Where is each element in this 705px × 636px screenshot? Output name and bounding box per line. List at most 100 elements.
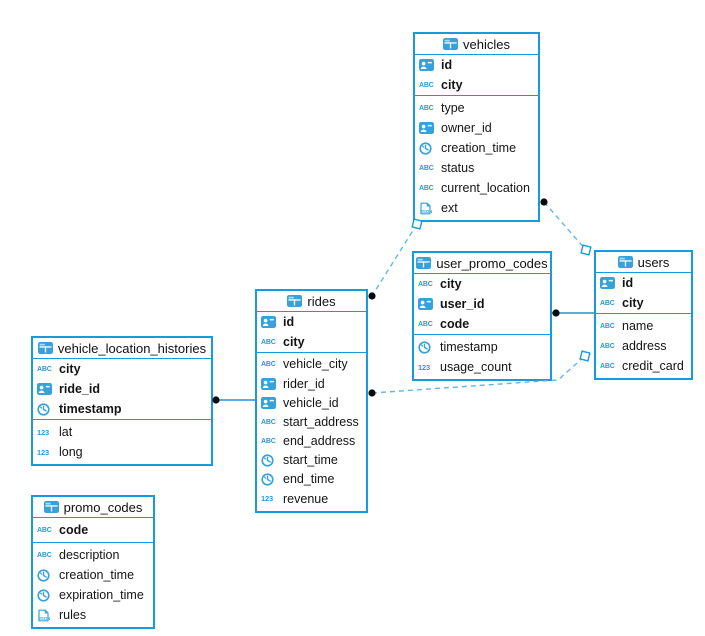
- field-name: code: [440, 316, 470, 331]
- field-name: address: [622, 338, 667, 353]
- field-name: end_time: [283, 472, 335, 487]
- uuid-icon: [600, 277, 618, 289]
- table-icon: [287, 295, 303, 307]
- clock-icon: [261, 473, 279, 486]
- table-header: promo_codes: [33, 497, 153, 518]
- field-name: current_location: [441, 180, 530, 195]
- field-name: city: [441, 77, 463, 92]
- field-name: expiration_time: [59, 587, 144, 602]
- field-name: lat: [59, 424, 73, 439]
- field-name: rules: [59, 607, 87, 622]
- field-name: id: [622, 275, 634, 290]
- number-icon: 123: [418, 362, 430, 372]
- field-name: name: [622, 318, 654, 333]
- clock-icon: [37, 402, 55, 416]
- field-row: user_id: [414, 294, 550, 314]
- field-name: description: [59, 547, 120, 562]
- text-type-icon: ABC: [261, 361, 276, 369]
- field-name: type: [441, 100, 465, 115]
- field-name: code: [59, 522, 89, 537]
- table-title: users: [637, 254, 670, 270]
- table-icon: [443, 38, 459, 50]
- svg-text:JSON: JSON: [38, 616, 50, 621]
- field-name: vehicle_city: [283, 357, 348, 372]
- text-type-icon: ABC: [37, 365, 52, 373]
- clock-icon: [261, 454, 279, 467]
- field-row: ABC city: [596, 293, 691, 313]
- uuid-icon: [419, 59, 437, 71]
- field-name: city: [440, 276, 462, 291]
- field-name: creation_time: [59, 567, 135, 582]
- number-icon: 123: [37, 447, 49, 457]
- uuid-icon: [261, 316, 279, 328]
- number-icon: 123: [261, 494, 273, 504]
- text-type-icon: ABC: [419, 184, 434, 192]
- clock-icon: [418, 340, 436, 354]
- field-row: vehicle_id: [257, 393, 366, 412]
- uuid-icon: [418, 298, 436, 310]
- field-name: revenue: [283, 491, 329, 506]
- field-row: timestamp: [33, 399, 211, 419]
- field-name: long: [59, 444, 83, 459]
- field-row: owner_id: [415, 118, 538, 138]
- field-row: 123 revenue: [257, 489, 366, 508]
- table-icon: [43, 501, 59, 513]
- table-header: users: [596, 252, 691, 273]
- field-row: ABC address: [596, 336, 691, 356]
- field-name: id: [283, 314, 295, 329]
- text-type-icon: ABC: [600, 342, 615, 350]
- uuid-icon: [261, 396, 279, 409]
- field-row: end_time: [257, 470, 366, 489]
- field-name: city: [622, 295, 644, 310]
- field-row: rider_id: [257, 374, 366, 393]
- field-name: end_address: [283, 434, 356, 449]
- uuid-icon: [419, 122, 437, 134]
- table-icon: [617, 256, 633, 268]
- table-title: user_promo_codes: [436, 255, 548, 271]
- field-name: owner_id: [441, 120, 492, 135]
- uuid-icon: [37, 383, 55, 395]
- field-name: ride_id: [59, 381, 100, 396]
- field-name: start_time: [283, 453, 338, 468]
- table-header: vehicles: [415, 34, 538, 55]
- text-type-icon: ABC: [419, 164, 434, 172]
- field-name: timestamp: [440, 339, 498, 354]
- clock-icon: [37, 568, 55, 582]
- field-name: vehicle_id: [283, 395, 339, 410]
- field-row: ABC city: [414, 274, 550, 294]
- field-name: creation_time: [441, 140, 517, 155]
- table-header: rides: [257, 291, 366, 312]
- text-type-icon: ABC: [261, 418, 276, 426]
- field-name: timestamp: [59, 401, 122, 416]
- field-row: ABC current_location: [415, 178, 538, 198]
- text-type-icon: ABC: [600, 299, 615, 307]
- field-row: 123 long: [33, 442, 211, 462]
- text-type-icon: ABC: [418, 280, 433, 288]
- field-row: timestamp: [414, 337, 550, 357]
